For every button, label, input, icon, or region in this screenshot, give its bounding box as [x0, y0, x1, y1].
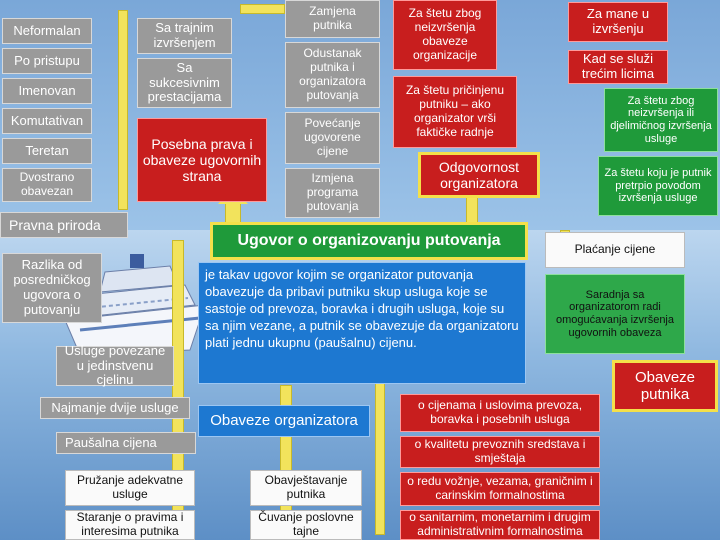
- steta-pretrpio-putnik: Za štetu koju je putnik pretrpio povodom…: [598, 156, 718, 216]
- connector-horizontal-top: [240, 4, 285, 14]
- sa-trajnim-izvrsenjem: Sa trajnim izvršenjem: [137, 18, 232, 54]
- odgovornost-organizatora: Odgovornost organizatora: [418, 152, 540, 198]
- contract-definition: je takav ugovor kojim se organizator put…: [198, 262, 526, 384]
- pausalna-cijena: Paušalna cijena: [56, 432, 196, 454]
- razlika-box: Razlika od posredničkog ugovora o putova…: [2, 253, 102, 323]
- steta-neizvrsenja-obaveze: Za štetu zbog neizvršenja obaveze organi…: [393, 0, 497, 70]
- trait-neformalan: Neformalan: [2, 18, 92, 44]
- trait-teretan: Teretan: [2, 138, 92, 164]
- steta-djelimicnog-izvrsenja: Za štetu zbog neizvršenja ili djelimično…: [604, 88, 718, 152]
- staranje-o-pravima: Staranje o pravima i interesima putnika: [65, 510, 195, 540]
- sa-sukcesivnim-prestacijama: Sa sukcesivnim prestacijama: [137, 58, 232, 108]
- info-kvalitetu: o kvalitetu prevoznih sredstava i smješt…: [400, 436, 600, 468]
- connector-liability: [466, 195, 478, 225]
- zamjena-putnika: Zamjena putnika: [285, 0, 380, 38]
- placanje-cijene: Plaćanje cijene: [545, 232, 685, 268]
- obaveze-organizatora: Obaveze organizatora: [198, 405, 370, 437]
- trait-komutativan: Komutativan: [2, 108, 92, 134]
- contract-title: Ugovor o organizovanju putovanja: [210, 222, 528, 260]
- odustanak-putnika: Odustanak putnika i organizatora putovan…: [285, 42, 380, 108]
- cuvanje-poslovne-tajne: Čuvanje poslovne tajne: [250, 510, 362, 540]
- obaveze-putnika: Obaveze putnika: [612, 360, 718, 412]
- trait-dvostrano: Dvostrano obavezan: [2, 168, 92, 202]
- usluge-povezane-box: Usluge povezane u jedinstvenu cjelinu: [56, 343, 174, 387]
- saradnja-sa-organizatorom: Saradnja sa organizatorom radi omogućava…: [545, 274, 685, 354]
- posebna-prava-obaveze: Posebna prava i obaveze ugovornih strana: [137, 118, 267, 202]
- pravna-priroda-label: Pravna priroda: [0, 212, 128, 238]
- info-redu-voznje: o redu vožnje, vezama, graničnim i carin…: [400, 472, 600, 506]
- pruzanje-adekvatne-usluge: Pružanje adekvatne usluge: [65, 470, 195, 506]
- za-mane-u-izvrsenju: Za mane u izvršenju: [568, 2, 668, 42]
- izmjena-programa: Izmjena programa putovanja: [285, 168, 380, 218]
- obavjestavanje-putnika: Obavještavanje putnika: [250, 470, 362, 506]
- trait-po-pristupu: Po pristupu: [2, 48, 92, 74]
- connector-vertical-left: [118, 10, 128, 210]
- steta-pricinjenu-putniku: Za štetu pričinjenu putniku – ako organi…: [393, 76, 517, 148]
- kad-se-sluzi-trecim-licima: Kad se služi trećim licima: [568, 50, 668, 84]
- info-cijenama: o cijenama i uslovima prevoza, boravka i…: [400, 394, 600, 432]
- connector-right-column: [375, 380, 385, 535]
- povecanje-cijene: Povećanje ugovorene cijene: [285, 112, 380, 164]
- najmanje-dvije-usluge: Najmanje dvije usluge: [40, 397, 190, 419]
- trait-imenovan: Imenovan: [2, 78, 92, 104]
- info-sanitarnim: o sanitarnim, monetarnim i drugim admini…: [400, 510, 600, 540]
